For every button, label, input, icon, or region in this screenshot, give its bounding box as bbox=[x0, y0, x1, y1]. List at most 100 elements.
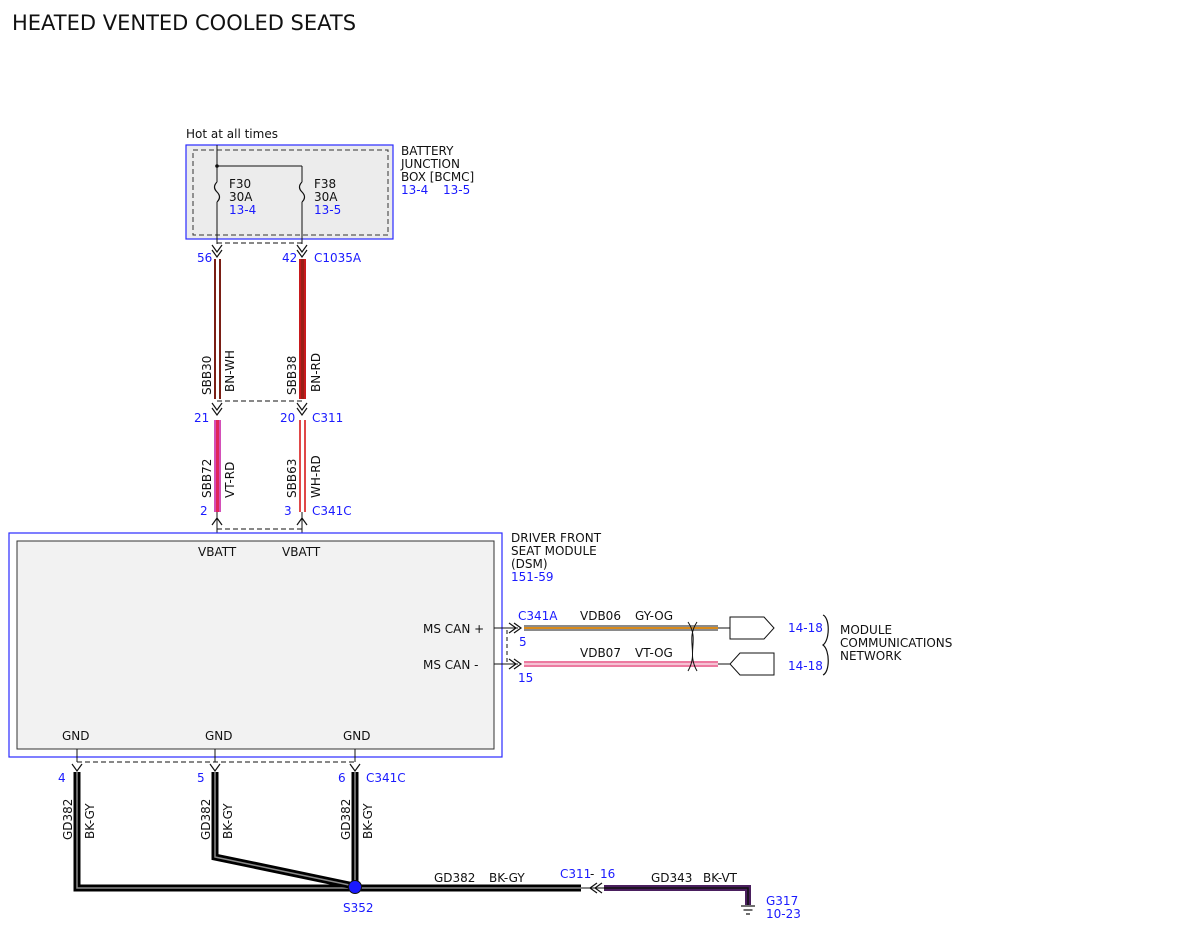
power-note: Hot at all times bbox=[186, 127, 278, 141]
fuse-f30-icon bbox=[213, 181, 221, 203]
wire-vdb07-color: VT-OG bbox=[635, 646, 673, 660]
dsm-ref: 151-59 bbox=[511, 570, 554, 584]
c311-name: C311 bbox=[312, 411, 343, 425]
c341c-pin-4-icon bbox=[71, 763, 83, 773]
network-line1: MODULE bbox=[840, 623, 892, 637]
ground-g317-ref: 10-23 bbox=[766, 907, 801, 921]
c1035a-pin-42-icon bbox=[296, 244, 308, 259]
bjb-ref-2: 13-5 bbox=[443, 183, 470, 197]
bjb-inner-outline bbox=[192, 149, 389, 236]
wire-sbb38-stripe bbox=[301, 259, 304, 399]
c311-pin-20: 20 bbox=[280, 411, 295, 425]
c341c-pin-5: 5 bbox=[197, 771, 205, 785]
fuse-f30-rating: 30A bbox=[229, 190, 253, 204]
wire-gd382-2-color: BK-GY bbox=[221, 803, 235, 839]
wire-vdb06-stripe bbox=[524, 627, 718, 629]
c341a-name: C341A bbox=[518, 609, 558, 623]
fuse-f38-icon bbox=[298, 181, 306, 203]
vbatt-label-1: VBATT bbox=[198, 545, 237, 559]
ms-can-minus-label: MS CAN - bbox=[423, 658, 479, 672]
c311-pin-21-icon bbox=[211, 402, 223, 417]
wire-gd343-stripe bbox=[604, 887, 749, 905]
gnd-label-3: GND bbox=[343, 729, 371, 743]
bjb-name-line2: JUNCTION bbox=[400, 157, 460, 171]
wire-sbb30-circuit: SBB30 bbox=[200, 356, 214, 395]
wire-vdb07-stripe bbox=[524, 663, 718, 665]
c341c-pin-5-icon bbox=[209, 763, 221, 773]
wire-vdb07-circuit: VDB07 bbox=[580, 646, 621, 660]
vbatt-label-2: VBATT bbox=[282, 545, 321, 559]
wire-gd382-main-circuit: GD382 bbox=[434, 871, 475, 885]
wire-gd382-2-circuit: GD382 bbox=[199, 799, 213, 840]
wire-gd343 bbox=[604, 885, 751, 905]
c1035a-name: C1035A bbox=[314, 251, 362, 265]
gnd-label-1: GND bbox=[62, 729, 90, 743]
splice-s352-icon bbox=[348, 880, 362, 894]
fuse-f38-id: F38 bbox=[314, 177, 336, 191]
splice-s352-name: S352 bbox=[343, 901, 374, 915]
c1035a-pin-56: 56 bbox=[197, 251, 212, 265]
wire-gd343-color: BK-VT bbox=[703, 871, 738, 885]
wire-sbb38-circuit: SBB38 bbox=[285, 356, 299, 395]
driver-front-seat-module bbox=[16, 540, 495, 750]
c1035a-pin-56-icon bbox=[211, 244, 223, 259]
network-line2: COMMUNICATIONS bbox=[840, 636, 952, 650]
wire-vdb06-circuit: VDB06 bbox=[580, 609, 621, 623]
c341c-pin-6-icon bbox=[349, 763, 361, 773]
c341a-pin-5: 5 bbox=[519, 635, 527, 649]
c341a-pin-5-icon bbox=[508, 622, 523, 634]
bjb-name-line3: BOX [BCMC] bbox=[401, 170, 474, 184]
c341a-pin-15-icon bbox=[508, 658, 523, 670]
wire-gd382-2 bbox=[211, 772, 355, 890]
c311-ground-name: C311 bbox=[560, 867, 591, 881]
fuse-f30-ref: 13-4 bbox=[229, 203, 256, 217]
ms-can-plus-label: MS CAN + bbox=[423, 622, 484, 636]
wire-sbb63-circuit: SBB63 bbox=[285, 459, 299, 498]
c311-ground-separator: - bbox=[590, 867, 594, 881]
c341c-bottom-name: C341C bbox=[366, 771, 406, 785]
c341c-top-name: C341C bbox=[312, 504, 352, 518]
wire-gd382-main-color: BK-GY bbox=[489, 871, 525, 885]
diagram-title: HEATED VENTED COOLED SEATS bbox=[12, 11, 356, 35]
c341c-pin-6: 6 bbox=[338, 771, 346, 785]
wire-sbb30-stripe bbox=[216, 259, 219, 399]
wire-gd343-circuit: GD343 bbox=[651, 871, 692, 885]
c341c-pin-2: 2 bbox=[200, 504, 208, 518]
battery-junction-box bbox=[185, 144, 394, 240]
gnd-label-2: GND bbox=[205, 729, 233, 743]
wire-gd382-1-color: BK-GY bbox=[83, 803, 97, 839]
c341c-pin-3: 3 bbox=[284, 504, 292, 518]
wire-sbb63-stripe bbox=[301, 420, 304, 512]
dsm-name-line1: DRIVER FRONT bbox=[511, 531, 602, 545]
network-ref-1: 14-18 bbox=[788, 621, 823, 635]
wire-sbb38-color: BN-RD bbox=[309, 353, 323, 392]
dsm-name-line2: SEAT MODULE bbox=[511, 544, 597, 558]
wire-sbb72-color: VT-RD bbox=[223, 462, 237, 498]
wire-sbb63-color: WH-RD bbox=[309, 455, 323, 498]
network-brace-icon bbox=[821, 614, 829, 676]
wire-gd382-3-color: BK-GY bbox=[361, 803, 375, 839]
bjb-ref-1: 13-4 bbox=[401, 183, 428, 197]
wire-sbb72-stripe bbox=[216, 420, 219, 512]
network-ref-2: 14-18 bbox=[788, 659, 823, 673]
c311-pin-20-icon bbox=[296, 402, 308, 417]
c311-pin-21: 21 bbox=[194, 411, 209, 425]
network-arrow-out-icon bbox=[729, 616, 775, 640]
c311-ground-pin: 16 bbox=[600, 867, 615, 881]
wire-sbb72-circuit: SBB72 bbox=[200, 459, 214, 498]
bjb-name-line1: BATTERY bbox=[401, 144, 454, 158]
wire-vdb06-color: GY-OG bbox=[635, 609, 673, 623]
c341a-pin-15: 15 bbox=[518, 671, 533, 685]
dsm-name-line3: (DSM) bbox=[511, 557, 548, 571]
fuse-f38-rating: 30A bbox=[314, 190, 338, 204]
wire-gd382-3-circuit: GD382 bbox=[339, 799, 353, 840]
wire-gd382-1-stripe bbox=[76, 772, 354, 889]
wire-sbb30-color: BN-WH bbox=[223, 350, 237, 392]
ground-g317-name: G317 bbox=[766, 894, 798, 908]
twisted-pair-icon bbox=[687, 621, 698, 672]
c341c-pin-4: 4 bbox=[58, 771, 66, 785]
bus-junction bbox=[215, 164, 219, 168]
wire-gd382-2-stripe bbox=[214, 772, 355, 887]
network-line3: NETWORK bbox=[840, 649, 903, 663]
